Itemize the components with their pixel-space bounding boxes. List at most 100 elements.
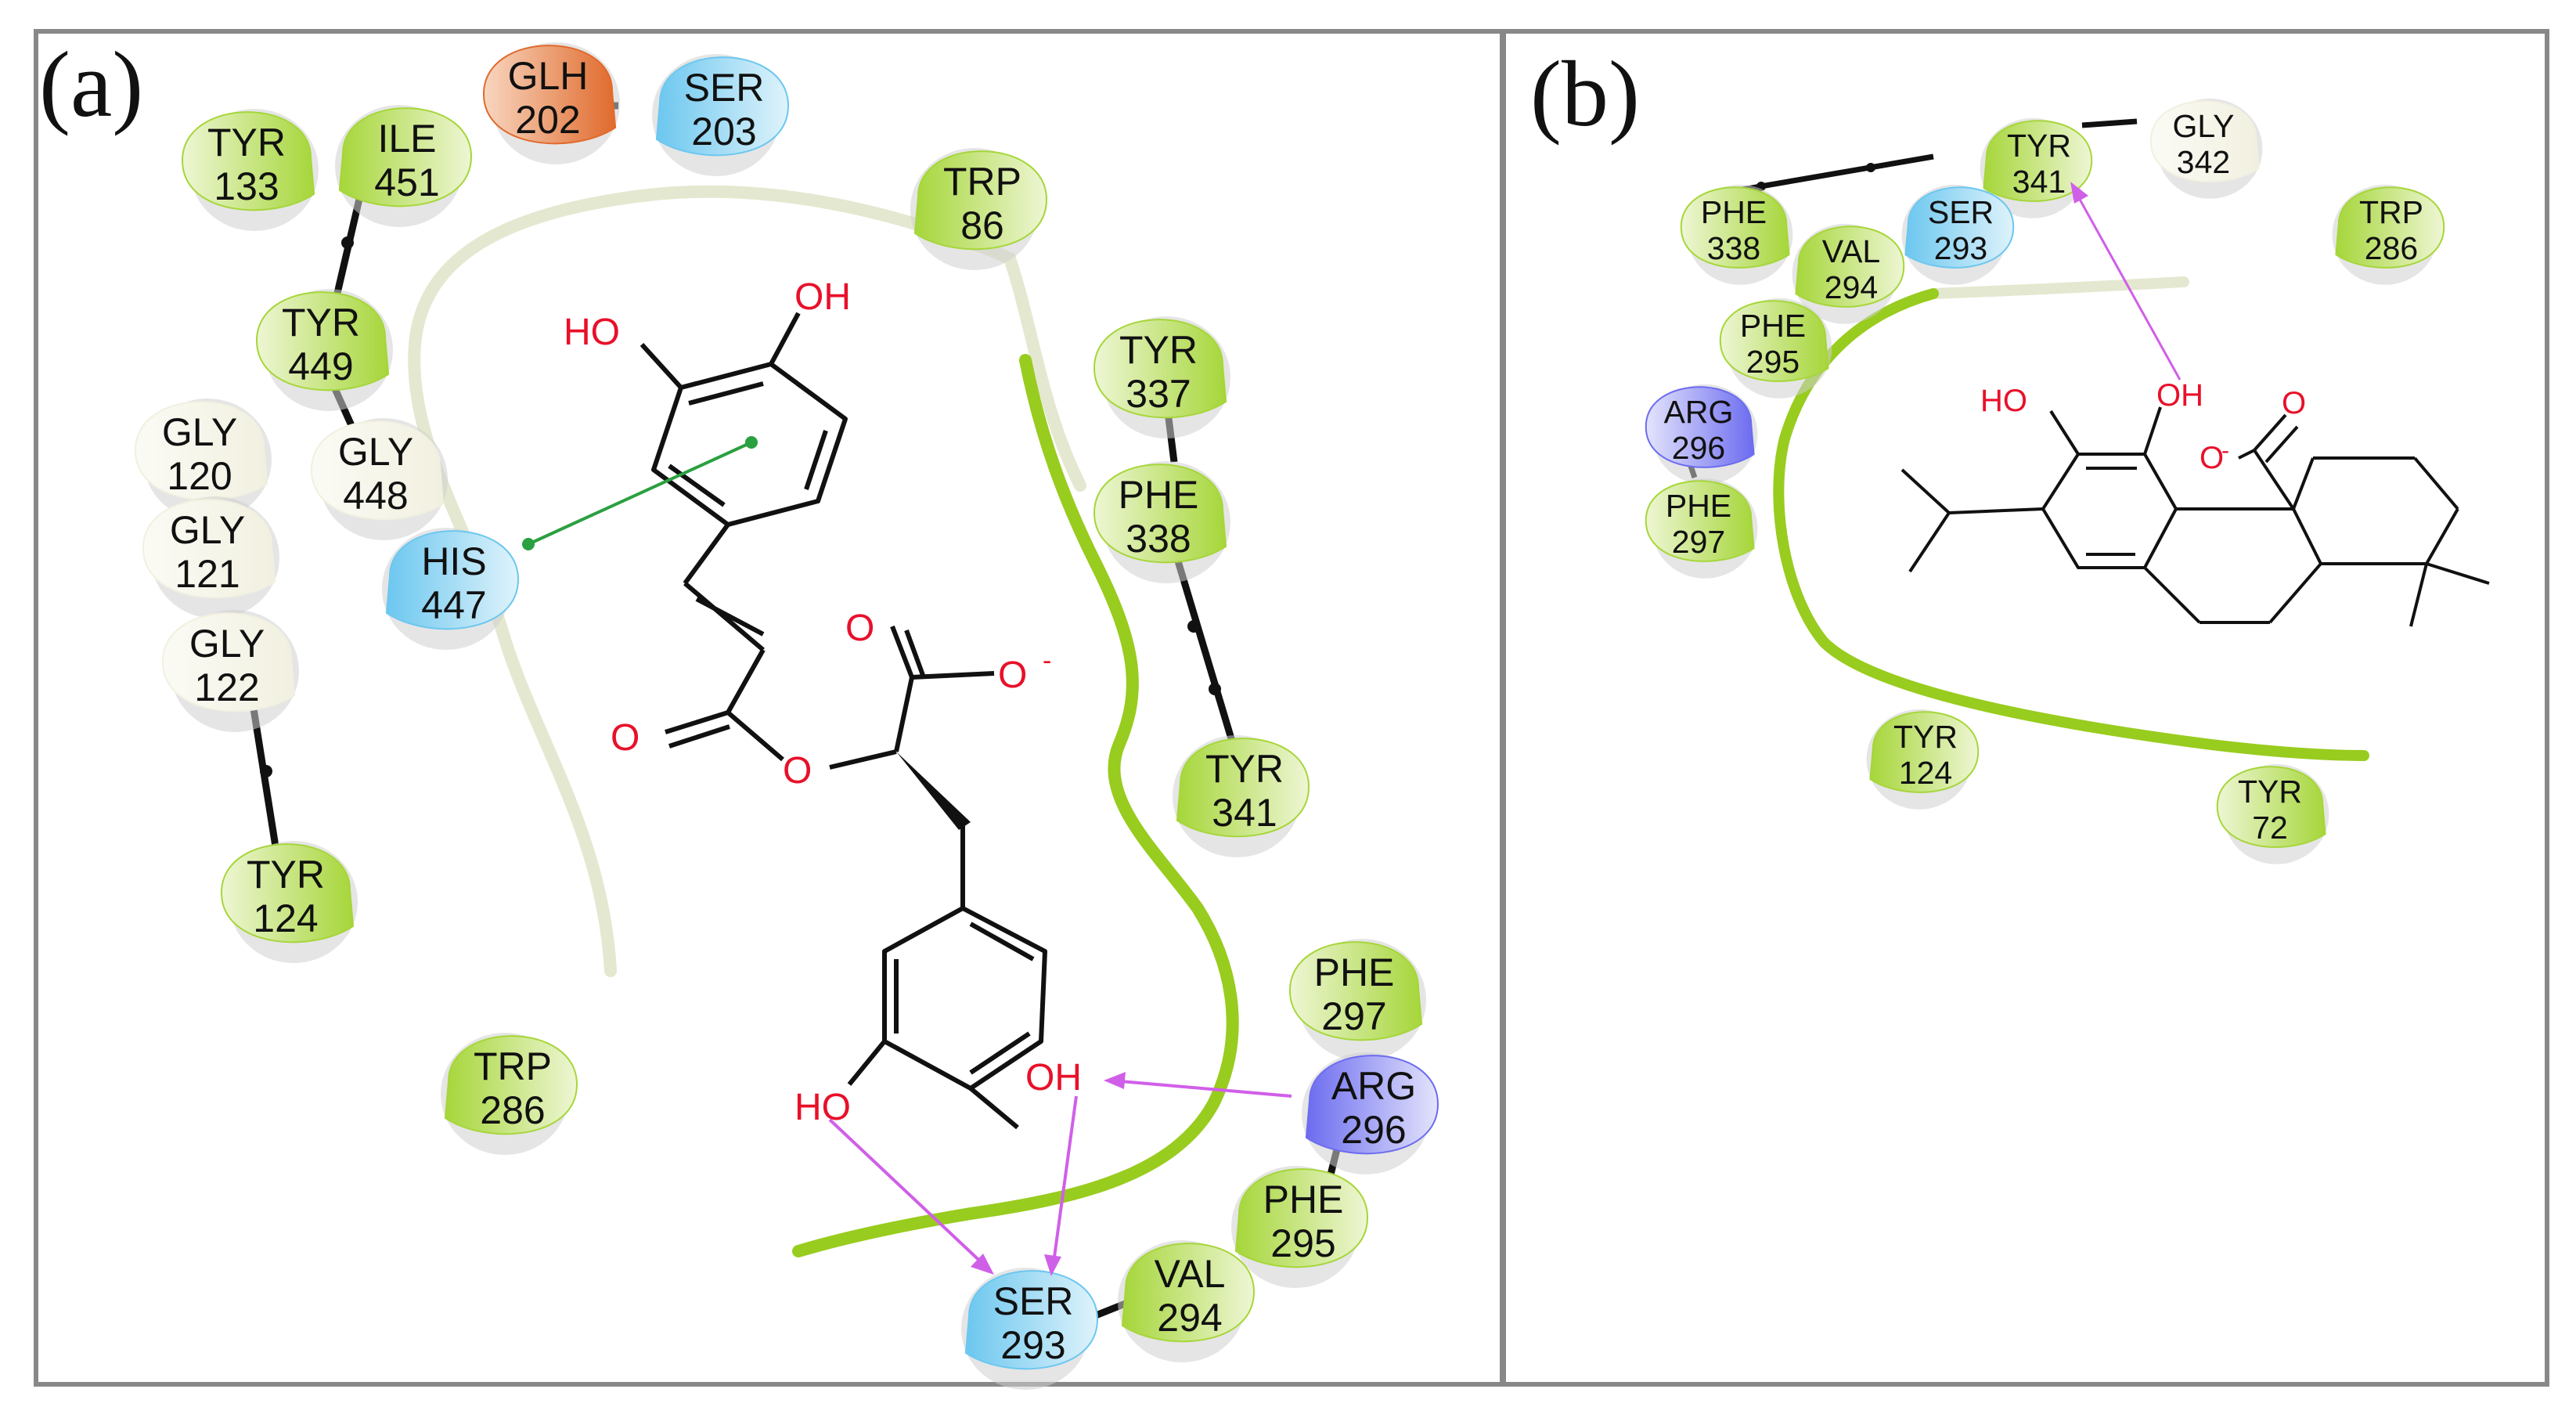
pocket-outline-strong <box>792 354 1239 1257</box>
pocket-b-faint <box>1928 276 2189 299</box>
a-residue-name: GLY <box>170 508 245 552</box>
a-residue-name: ARG <box>1331 1064 1416 1108</box>
a-residue-number: 295 <box>1270 1221 1335 1265</box>
a-residue-number: 447 <box>421 583 486 627</box>
b-residue-number: 338 <box>1707 230 1760 266</box>
b-residue-name: TRP <box>2359 194 2423 230</box>
b-residue-number: 295 <box>1746 344 1800 380</box>
b-residue-name: SER <box>1928 194 1994 230</box>
a-residue-number: 286 <box>480 1088 545 1132</box>
panel-a-residues: TYR133ILE451GLH202SER203TRP86TYR449GLY12… <box>134 42 1439 1390</box>
a-residue-name: VAL <box>1155 1252 1226 1296</box>
a-residue-name: TYR <box>282 301 360 345</box>
b-residue-number: 297 <box>1672 524 1725 560</box>
b-residue-name: PHE <box>1740 308 1806 344</box>
a-residue-name: TYR <box>207 121 286 164</box>
hbond-arg296-oh <box>1111 1079 1292 1098</box>
a-residue-number: 337 <box>1126 372 1191 416</box>
b-residue-name: TYR <box>2238 774 2302 810</box>
a-residue-name: SER <box>684 66 765 110</box>
ligand-b <box>1900 406 2490 627</box>
panel-b-interactions <box>2070 182 2181 381</box>
atom-a-ester-o: O <box>783 750 812 792</box>
a-residue-name: PHE <box>1263 1178 1344 1221</box>
a-residue-name: GLY <box>338 430 413 474</box>
a-residue-number: 122 <box>194 666 259 709</box>
a-residue-name: PHE <box>1314 951 1395 994</box>
atom-b-charge: - <box>2221 438 2229 464</box>
b-residue-number: 293 <box>1934 230 1987 266</box>
a-residue-number: 120 <box>167 454 232 498</box>
b-residue-number: 294 <box>1825 269 1878 305</box>
a-residue-name: TYR <box>1119 328 1198 372</box>
a-residue-number: 296 <box>1341 1108 1406 1152</box>
a-residue-number: 293 <box>1000 1323 1065 1367</box>
a-residue-number: 297 <box>1321 994 1386 1038</box>
b-residue-number: 341 <box>2012 164 2066 200</box>
pi-pi-line-his447 <box>528 441 752 546</box>
a-residue-number: 121 <box>175 552 240 596</box>
b-residue-name: GLY <box>2173 108 2235 144</box>
b-residue-name: PHE <box>1666 488 1731 524</box>
a-residue-number: 133 <box>214 164 279 208</box>
b-residue-number: 296 <box>1672 430 1725 466</box>
atom-b-carboxylate-o: O <box>2200 441 2224 475</box>
atom-b-ho: HO <box>1980 384 2027 418</box>
atom-b-carbonyl-o: O <box>2282 386 2306 420</box>
a-residue-name: TYR <box>247 853 325 897</box>
a-residue-name: SER <box>993 1279 1074 1323</box>
atom-a-charge: - <box>1043 646 1051 676</box>
ligand-a-atoms: HO OH O O O O HO OH - <box>564 276 1082 1128</box>
b-residue-number: 286 <box>2365 230 2418 266</box>
a-residue-name: GLH <box>508 54 589 98</box>
a-residue-name: TYR <box>1205 747 1284 791</box>
a-residue-number: 202 <box>515 98 580 142</box>
hbond-oh-ser293 <box>1051 1095 1078 1269</box>
atom-a-ho-bottom: HO <box>794 1087 851 1128</box>
a-residue-name: HIS <box>421 539 486 583</box>
ligand-a <box>639 312 1047 1130</box>
a-residue-name: TRP <box>474 1044 552 1088</box>
b-residue-number: 342 <box>2177 144 2230 180</box>
a-residue-number: 338 <box>1126 517 1191 561</box>
hbond-oh-tyr341 <box>2073 189 2181 381</box>
a-residue-name: GLY <box>162 410 237 454</box>
b-residue-name: VAL <box>1822 233 1880 269</box>
a-residue-number: 341 <box>1212 791 1277 835</box>
b-residue-number: 124 <box>1899 755 1952 791</box>
b-residue-name: TYR <box>2007 128 2071 164</box>
a-residue-name: PHE <box>1119 473 1199 517</box>
ligand-b-atoms: HO OH O O - <box>1980 378 2306 475</box>
a-residue-number: 203 <box>691 110 756 153</box>
a-residue-number: 448 <box>343 474 408 518</box>
panel-b-label: (b) <box>1530 41 1640 146</box>
atom-a-oh-top: OH <box>794 276 851 318</box>
a-residue-name: TRP <box>943 160 1021 204</box>
b-residue-name: TYR <box>1893 719 1958 755</box>
